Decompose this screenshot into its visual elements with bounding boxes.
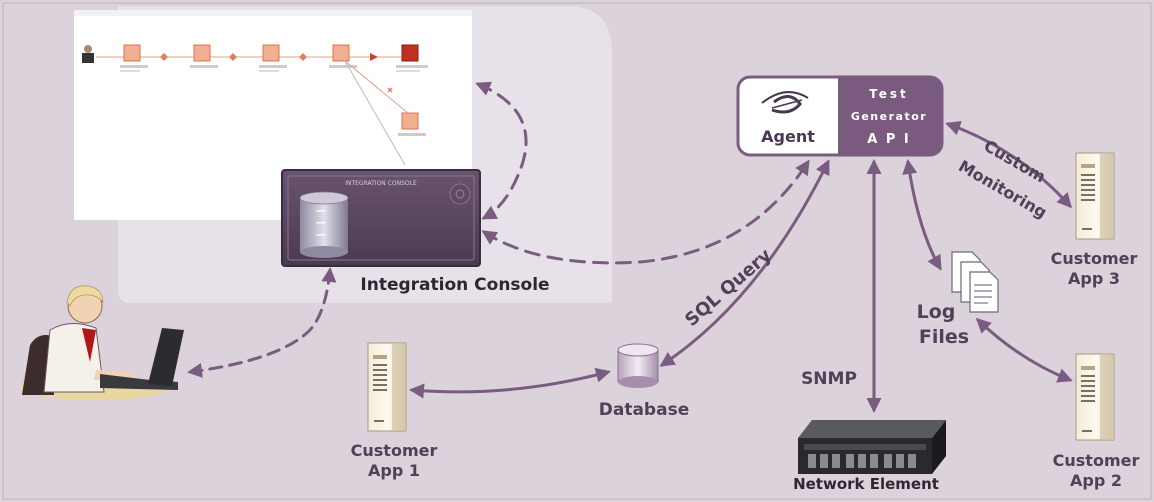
log-files-line-1: Log: [917, 301, 956, 323]
database-cylinder-icon: [617, 343, 659, 388]
logfiles-app2-link: [975, 317, 1073, 383]
console-gear-icon: [449, 183, 471, 205]
api-logfiles-link: [902, 159, 942, 271]
workflow-node: [120, 44, 148, 72]
agent-logo-icon: [761, 91, 809, 114]
workflow-user-icon: [82, 45, 94, 63]
workflow-node: [398, 112, 426, 136]
workflow-node: [329, 44, 357, 68]
network-rack-icon: [798, 420, 946, 474]
workflow-node: [190, 44, 218, 68]
integration-console-label: Integration Console: [360, 275, 549, 295]
customer-app-3-line-1: Customer: [1051, 249, 1138, 268]
api-app3-link: [945, 121, 1072, 209]
workflow-node: [259, 44, 287, 72]
log-files-line-2: Files: [919, 326, 969, 348]
connector-arrows: [187, 81, 1073, 413]
database-api-link: [659, 159, 830, 367]
console-panel-title: INTEGRATION CONSOLE: [345, 180, 417, 187]
customer-app-2-line-1: Customer: [1053, 451, 1140, 470]
app1-database-link: [409, 367, 611, 399]
customer-app-3-server-icon: [1075, 152, 1115, 240]
api-title-line-2: Generator: [851, 110, 927, 123]
network-element-label: Network Element: [793, 475, 939, 493]
agent-api-box: Agent Test Generator A P I: [736, 75, 944, 157]
user-at-laptop-icon: [20, 285, 184, 400]
log-files-icon: [951, 251, 999, 313]
workflow-node: [396, 44, 428, 72]
api-title-line-3: A P I: [867, 132, 910, 147]
api-title-line-1: Test: [869, 87, 909, 101]
customer-app-1-server-icon: [367, 342, 407, 432]
customer-app-1-line-1: Customer: [351, 441, 438, 460]
snmp-label: SNMP: [801, 369, 857, 389]
database-label: Database: [599, 400, 689, 420]
integration-console-panel: INTEGRATION CONSOLE: [281, 169, 481, 267]
agent-label: Agent: [761, 127, 815, 146]
customer-app-1-line-2: App 1: [368, 461, 420, 480]
customer-app-3-line-2: App 3: [1068, 269, 1120, 288]
user-console-link: [187, 267, 337, 378]
console-database-icon: [299, 191, 349, 258]
customer-app-2-line-2: App 2: [1070, 471, 1122, 490]
customer-app-2-server-icon: [1075, 353, 1115, 441]
